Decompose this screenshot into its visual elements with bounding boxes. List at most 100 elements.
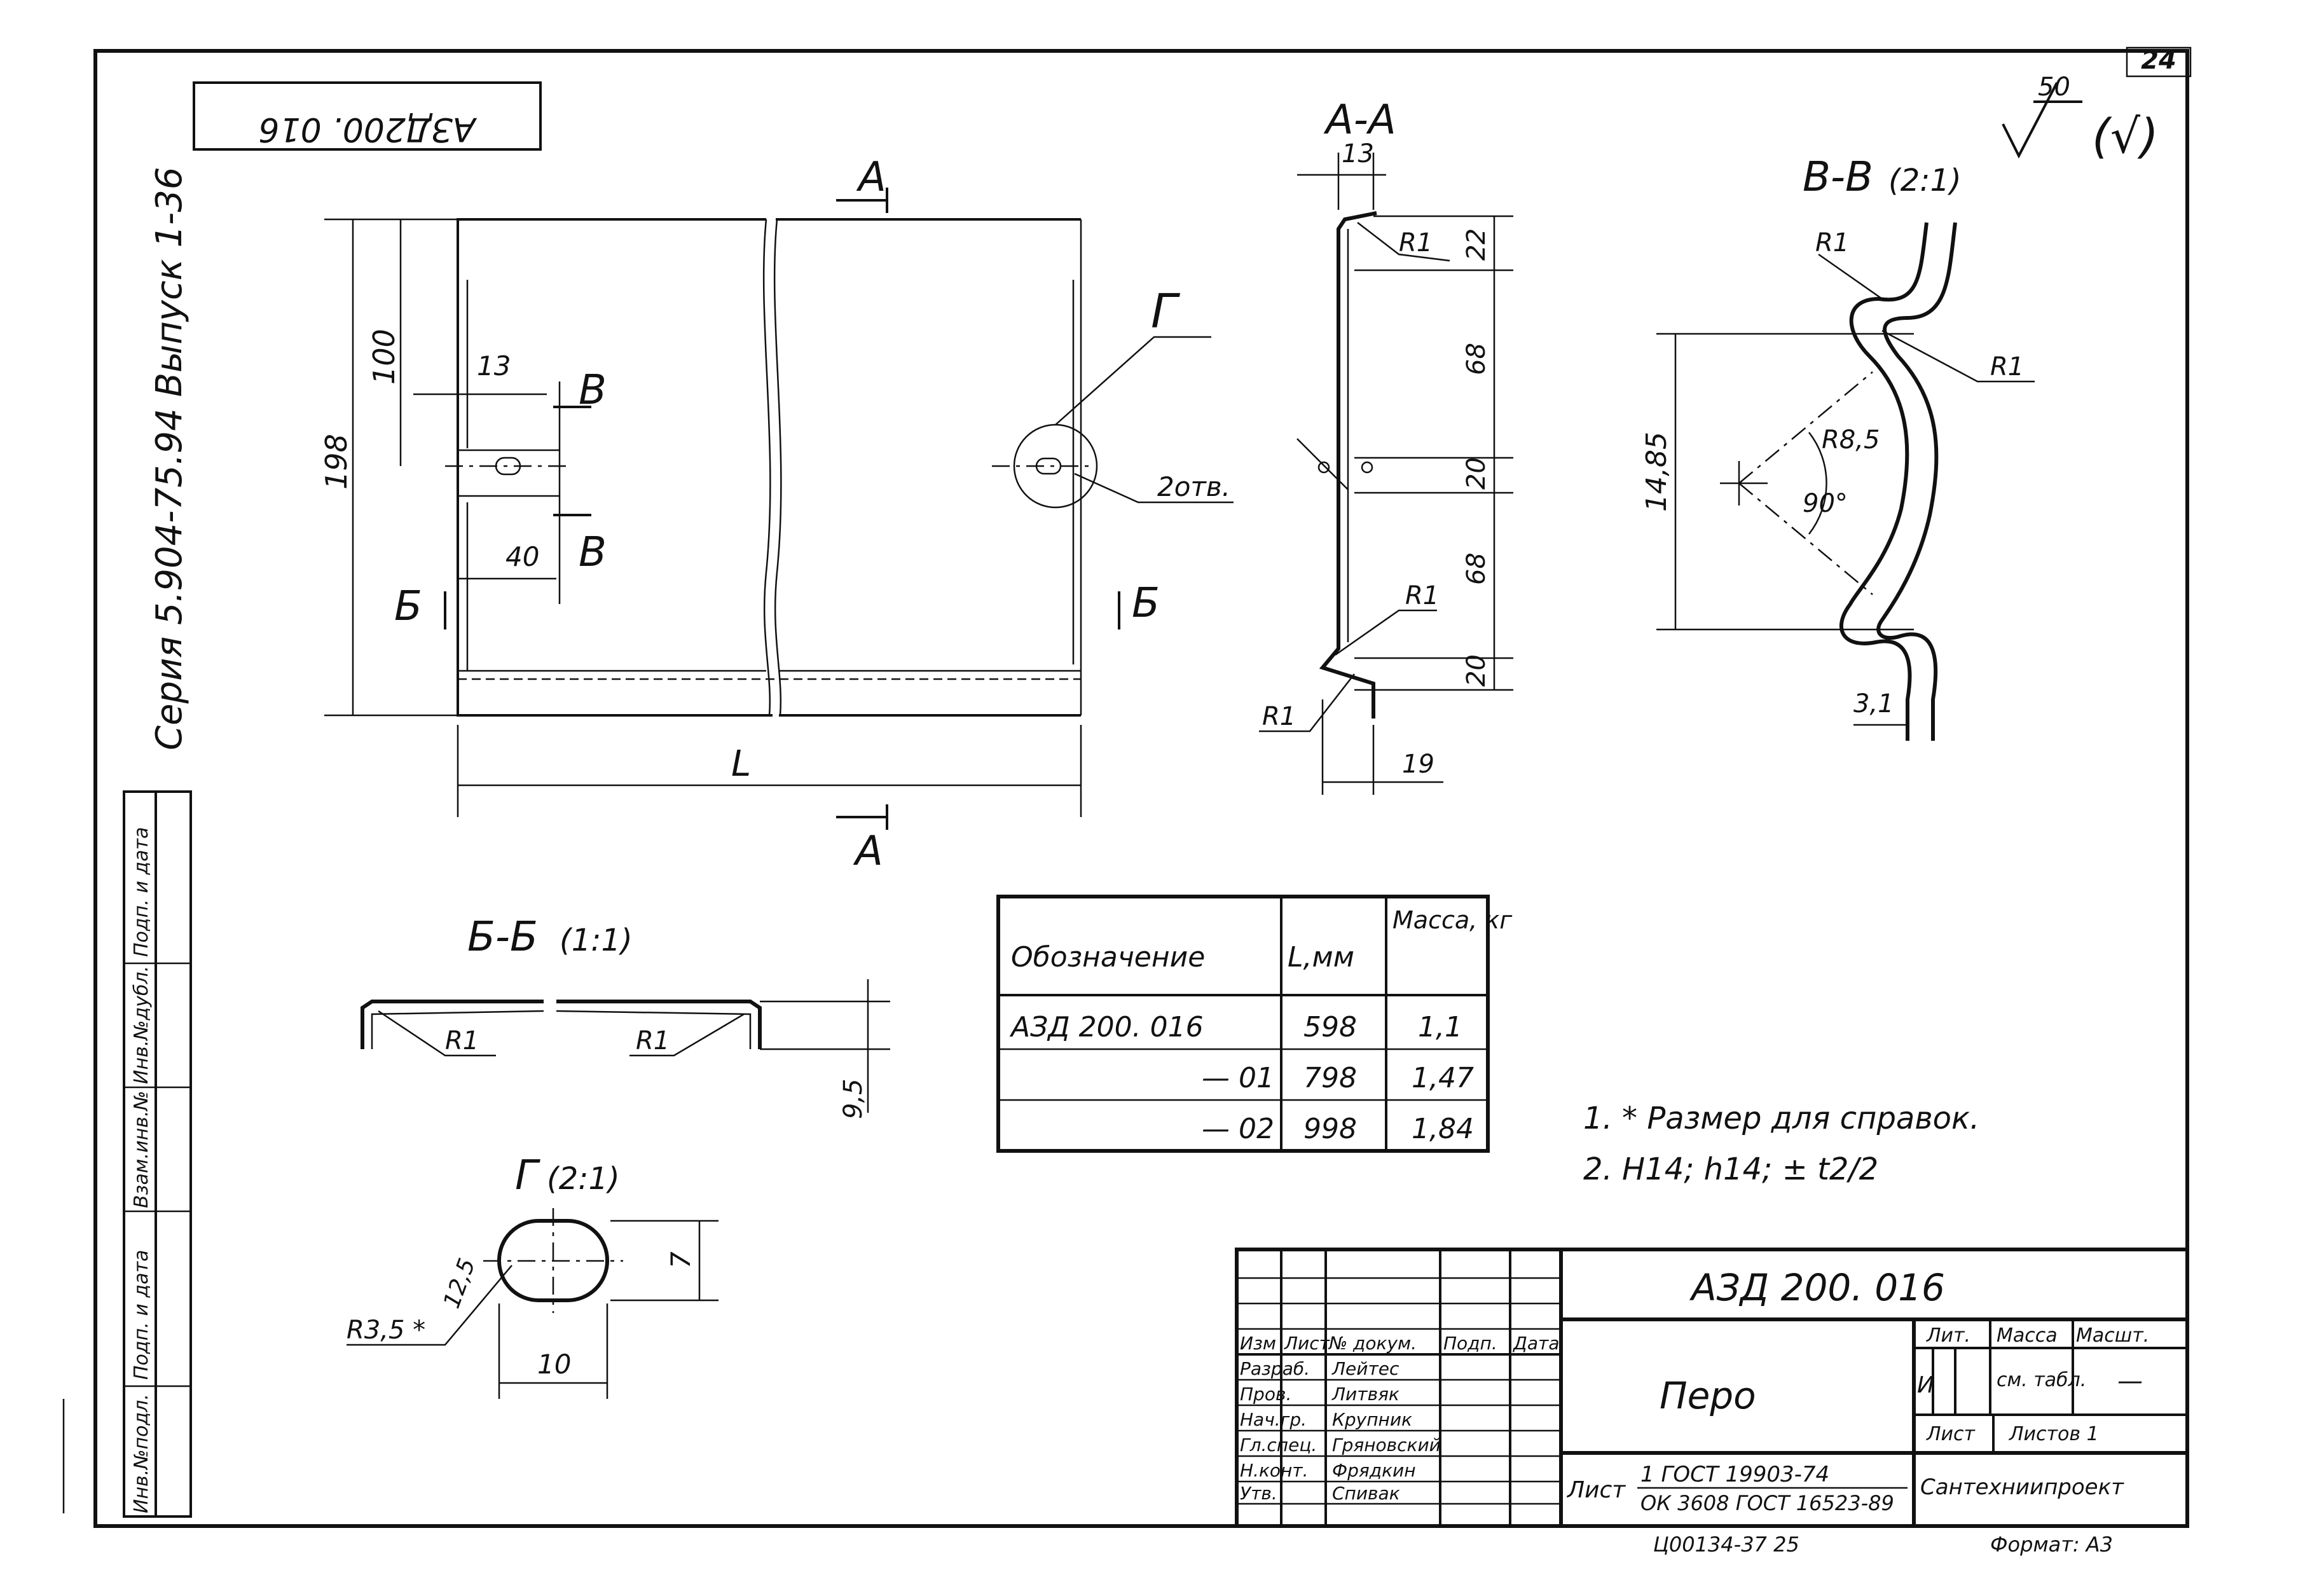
table-row-2-designation: — 02 [1202, 1113, 1274, 1145]
roughness-extra: (√) [2092, 109, 2159, 164]
section-vv-title: В-В [1803, 154, 1873, 201]
tb-col-sign: Подп. [1443, 1333, 1497, 1354]
tb-role-2: Нач.гр. [1240, 1409, 1307, 1430]
tb-col-doc: № докум. [1328, 1333, 1417, 1354]
vv-height: 14,85 [1640, 432, 1673, 512]
callout-g: Г [1151, 284, 1181, 339]
table-row-1-designation: — 01 [1202, 1062, 1274, 1094]
detail-g-height: 7 [665, 1251, 696, 1269]
tb-designation: АЗД 200. 016 [1689, 1266, 1945, 1309]
tb-material-line2: ОК 3608 ГОСТ 16523-89 [1640, 1491, 1894, 1515]
tb-lit-header: Лит. [1926, 1324, 1970, 1347]
tb-name: Перо [1660, 1374, 1756, 1417]
detail-g-title: Г [515, 1152, 540, 1199]
side-stamp-2: Взам.инв.№ [130, 1090, 153, 1208]
tb-person-4: Фрядкин [1332, 1460, 1416, 1481]
tb-mass-value: см. табл. [1997, 1369, 2086, 1391]
aa-dim-68a: 68 [1462, 343, 1491, 375]
tb-role-1: Пров. [1240, 1384, 1291, 1405]
tb-scale-value: — [2117, 1366, 2143, 1396]
table-row-0-designation: АЗД 200. 016 [1009, 1011, 1204, 1043]
aa-dim-20a: 20 [1462, 457, 1491, 490]
side-stamp-0: Инв.№подл. [130, 1394, 153, 1513]
tb-col-izm: Изм [1240, 1333, 1276, 1354]
section-a-bottom: А [853, 828, 883, 875]
tb-person-2: Крупник [1332, 1409, 1412, 1430]
section-aa-title: А-А [1323, 97, 1396, 144]
tb-col-list: Лист [1284, 1333, 1330, 1354]
aa-r1-top: R1 [1399, 228, 1433, 258]
tb-material-line1: 1 ГОСТ 19903-74 [1640, 1462, 1829, 1487]
detail-g-scale: (2:1) [547, 1161, 620, 1197]
tb-organization: Сантехниипроект [1920, 1475, 2124, 1500]
tb-material-label: Лист [1566, 1477, 1626, 1503]
table-row-1-mass: 1,47 [1412, 1062, 1474, 1094]
tb-lit-value: И [1917, 1372, 1934, 1398]
front-view [324, 188, 1234, 830]
sheet-number: 24 [2141, 46, 2176, 75]
detail-g [347, 1208, 719, 1399]
tb-sheets-label: Листов 1 [2009, 1423, 2099, 1445]
roughness-symbol [2002, 82, 2082, 159]
vv-r1-right: R1 [1990, 352, 2024, 382]
aa-dim-22: 22 [1462, 228, 1491, 261]
designation-box [193, 81, 542, 151]
side-stamp-4: Подп. и дата [130, 827, 153, 957]
aa-dim-68b: 68 [1462, 553, 1491, 585]
tb-person-3: Гряновский [1332, 1434, 1441, 1455]
side-stamp [123, 790, 192, 1518]
tb-person-5: Спивак [1332, 1483, 1400, 1504]
tb-archive-no: Ц00134-37 25 [1653, 1532, 1799, 1557]
section-v-top: В [579, 367, 607, 414]
holes-label: 2отв. [1157, 471, 1230, 502]
tb-role-0: Разраб. [1240, 1358, 1310, 1379]
section-aa [1259, 153, 1513, 795]
table-row-0-length: 598 [1303, 1011, 1357, 1043]
series-text: Серия 5.904-75.94 Выпуск 1-36 [149, 167, 190, 750]
dim-13: 13 [477, 350, 511, 382]
vv-r1-top: R1 [1815, 228, 1849, 258]
bb-height: 9,5 [839, 1078, 868, 1119]
section-bb-scale: (1:1) [560, 923, 633, 958]
vv-angle: 90° [1803, 489, 1848, 518]
table-row-0-mass: 1,1 [1418, 1011, 1462, 1043]
table-header-mass: Масса, кг [1392, 906, 1513, 934]
vv-depth: 3,1 [1853, 689, 1894, 719]
section-vv [1656, 222, 2035, 741]
aa-dim-13: 13 [1342, 139, 1374, 169]
bb-r1-left: R1 [445, 1026, 479, 1056]
note-1: 1. * Размер для справок. [1583, 1101, 1979, 1136]
section-b-right: Б [1132, 580, 1160, 627]
tb-role-3: Гл.спец. [1240, 1434, 1317, 1455]
detail-g-radius: R3,5 * [347, 1316, 425, 1345]
section-vv-scale: (2:1) [1888, 163, 1962, 198]
table-row-1-length: 798 [1303, 1062, 1357, 1094]
dim-100: 100 [367, 329, 401, 385]
section-bb-title: Б-Б [467, 914, 538, 961]
tb-format: Формат: А3 [1990, 1532, 2113, 1557]
table-header-length: L,мм [1288, 941, 1354, 973]
detail-g-diag: 12,5 [439, 1255, 481, 1312]
section-bb [361, 979, 890, 1113]
table-row-2-mass: 1,84 [1412, 1113, 1474, 1145]
tb-col-date: Дата [1512, 1333, 1560, 1354]
table-header-designation: Обозначение [1011, 941, 1205, 973]
tb-person-1: Литвяк [1331, 1384, 1399, 1405]
aa-dim-19: 19 [1402, 750, 1434, 779]
tb-scale-header: Масшт. [2076, 1324, 2149, 1347]
table-row-2-length: 998 [1303, 1113, 1357, 1145]
section-v-bottom: В [579, 529, 607, 576]
aa-dim-20b: 20 [1462, 654, 1491, 687]
dim-40: 40 [505, 541, 539, 572]
tb-role-4: Н.конт. [1240, 1460, 1309, 1481]
detail-g-width: 10 [537, 1349, 571, 1380]
note-2: 2. Н14; h14; ± t2/2 [1583, 1152, 1878, 1187]
variants-table [996, 895, 1490, 1153]
title-block [1235, 1248, 2189, 1528]
designation-mirrored: АЗД200. 016 [258, 110, 477, 148]
tb-sheet-label: Лист [1926, 1423, 1976, 1445]
dim-l: L [731, 743, 751, 785]
vv-r85: R8,5 [1822, 425, 1880, 455]
aa-r1-bottom: R1 [1262, 702, 1296, 731]
